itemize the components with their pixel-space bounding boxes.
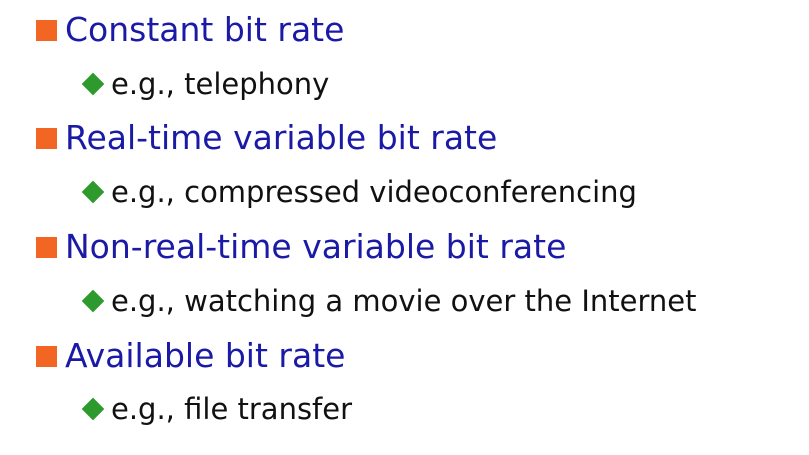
bullet-level1: Real-time variable bit rate: [36, 112, 497, 164]
green-diamond-bullet-icon: [81, 180, 105, 204]
bullet-level2: e.g., compressed videoconferencing: [81, 171, 637, 213]
bullet-level1: Constant bit rate: [36, 4, 344, 56]
bullet-level1: Non-real-time variable bit rate: [36, 221, 566, 273]
bullet-example: e.g., compressed videoconferencing: [111, 175, 637, 209]
green-diamond-bullet-icon: [81, 289, 105, 313]
green-diamond-bullet-icon: [81, 397, 105, 421]
bullet-example: e.g., telephony: [111, 67, 330, 101]
orange-square-bullet-icon: [36, 236, 57, 258]
bullet-label: Constant bit rate: [65, 10, 345, 49]
bullet-level2: e.g., telephony: [81, 63, 329, 105]
orange-square-bullet-icon: [36, 127, 57, 149]
bullet-label: Non-real-time variable bit rate: [65, 227, 567, 266]
orange-square-bullet-icon: [36, 19, 57, 41]
green-diamond-bullet-icon: [81, 72, 105, 96]
bullet-label: Available bit rate: [65, 336, 346, 375]
bullet-level2: e.g., file transfer: [81, 388, 352, 430]
bullet-level1: Available bit rate: [36, 330, 345, 382]
orange-square-bullet-icon: [36, 345, 57, 367]
bullet-level2: e.g., watching a movie over the Internet: [81, 280, 696, 322]
bullet-example: e.g., file transfer: [111, 392, 353, 426]
bullet-example: e.g., watching a movie over the Internet: [111, 284, 697, 318]
bullet-label: Real-time variable bit rate: [65, 118, 498, 157]
